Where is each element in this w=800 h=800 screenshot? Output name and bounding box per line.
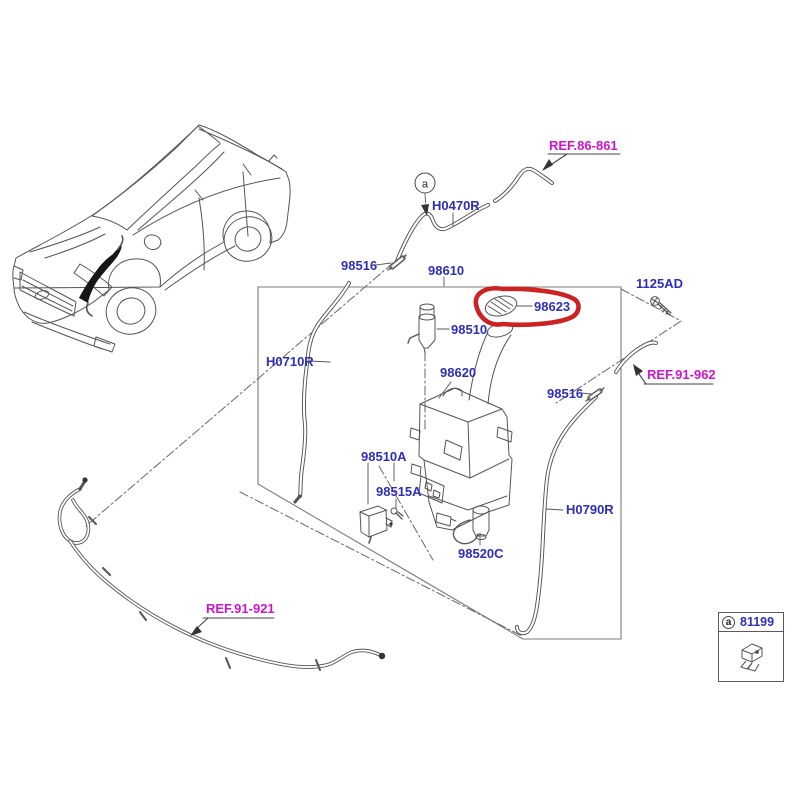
bumper-washer-hose	[57, 477, 386, 671]
part-label-98520c: 98520C	[458, 546, 504, 561]
part-label-98610: 98610	[428, 263, 465, 278]
reference-label-ref-91-962: REF.91-962	[647, 367, 716, 382]
connector-98516-right	[585, 387, 605, 402]
hose-h0710r	[293, 281, 351, 504]
screw-98515a	[390, 507, 404, 520]
vehicle-illustration	[12, 124, 291, 353]
part-label-98516: 98516	[547, 386, 584, 401]
part-label-98623: 98623	[534, 299, 571, 314]
frame-box	[257, 286, 622, 640]
screw-1125ad	[650, 296, 672, 316]
reference-label-ref-86-861: REF.86-861	[549, 138, 618, 153]
part-label-h0710r: H0710R	[266, 354, 314, 369]
part-label-98620: 98620	[440, 365, 477, 380]
part-label-1125ad: 1125AD	[636, 276, 683, 291]
part-label-98516: 98516	[341, 258, 378, 273]
legend-clip-icon	[719, 632, 783, 678]
legend-marker-a: a	[722, 615, 735, 629]
washer-nozzle-highlight	[79, 243, 122, 303]
rear-wheel	[223, 216, 273, 262]
center-lines	[85, 193, 682, 637]
legend-header: a 81199	[719, 613, 783, 632]
connector-98516-left	[387, 254, 407, 271]
front-wheel	[105, 287, 157, 335]
part-label-h0790r: H0790R	[566, 502, 614, 517]
reservoir-tank-98620	[409, 322, 514, 531]
highlight-oval-98623	[473, 286, 581, 328]
part-label-98515a: 98515A	[376, 484, 422, 499]
washer-pump-98510	[407, 303, 436, 354]
reference-label-ref-91-921: REF.91-921	[206, 601, 275, 616]
reference-underlines-arrows	[190, 153, 714, 636]
hose-h0470r	[395, 166, 554, 263]
hose-h0790r	[515, 395, 598, 636]
pump-98520c	[435, 505, 490, 545]
callout-a-arrow	[421, 204, 429, 216]
cap-98623	[484, 295, 518, 317]
part-label-h0470r: H0470R	[432, 198, 480, 213]
hose-ref-91-962	[614, 340, 658, 374]
washer-pump-98510a	[359, 505, 393, 544]
legend-part-number: 81199	[740, 615, 775, 629]
part-label-98510a: 98510A	[361, 449, 407, 464]
leader-lines	[308, 212, 592, 546]
part-label-98510: 98510	[451, 322, 488, 337]
callout-a-letter: a	[422, 179, 429, 191]
callout-a-marker	[414, 172, 436, 216]
washer-nozzle-hose-squiggle	[85, 235, 124, 317]
legend-box: a 81199	[718, 612, 784, 682]
